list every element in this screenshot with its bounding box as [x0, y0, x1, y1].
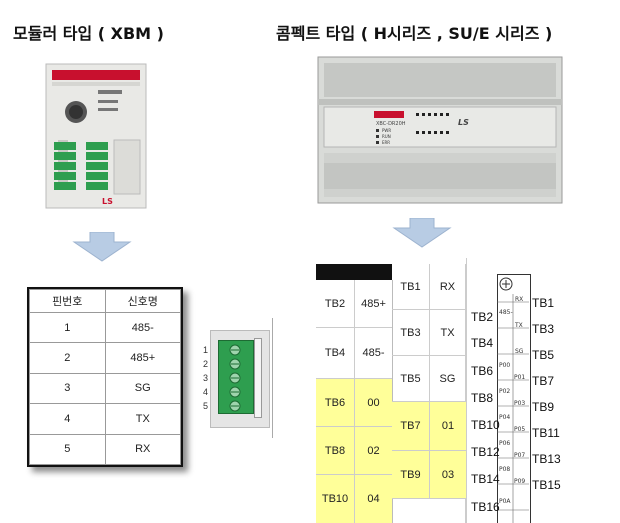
tb-label-right: TB5 — [532, 348, 555, 362]
svg-text:XBC-DR20H: XBC-DR20H — [376, 121, 406, 127]
tb-label-left: TB2 — [471, 310, 494, 324]
tb-cell: TB10 — [316, 474, 354, 523]
signal-cell: RX — [429, 264, 466, 310]
signal-cell: 485+ — [354, 280, 392, 328]
tb-cell: TB6 — [316, 378, 354, 426]
col-header-pin: 핀번호 — [29, 289, 106, 313]
tb-label-left: TB8 — [471, 391, 494, 405]
tb-label-left: TB6 — [471, 364, 494, 378]
tb-label-left: TB12 — [471, 445, 500, 459]
signal-cell: 03 — [429, 450, 466, 498]
tb-label-right: TB1 — [532, 296, 555, 310]
down-arrow-left — [72, 231, 132, 266]
tb-label-left: TB14 — [471, 472, 500, 486]
connector-pin-label: 4 — [203, 387, 209, 397]
signal-cell: 485- — [354, 328, 392, 378]
signal-cell: SG — [429, 356, 466, 402]
tb-cell: TB3 — [392, 310, 429, 356]
tb-label-right: TB15 — [532, 478, 561, 492]
tb-cell: TB4 — [324, 347, 346, 359]
connector-pin-label: 2 — [203, 359, 209, 369]
signal-cell: 02 — [354, 426, 392, 474]
compact-plc-image: XBC-DR20H PWR RUN ERR LS — [316, 55, 564, 205]
right-header: 콤펙트 타입 ( H시리즈 , SU/E 시리즈 ) — [276, 24, 553, 43]
connector-pin-label: 5 — [203, 401, 209, 411]
tb-label-right: TB11 — [532, 426, 560, 440]
signal-cell: 04 — [354, 474, 392, 523]
connector-pin-label: 3 — [203, 373, 209, 383]
tb-label-right: TB9 — [532, 400, 555, 414]
tb-label-left: TB16 — [471, 500, 500, 514]
xbm-module-image: LS — [40, 60, 152, 212]
tb-label-right: TB13 — [532, 452, 561, 466]
col-header-signal: 신호명 — [104, 289, 181, 313]
tb-cell: TB2 — [316, 280, 354, 328]
terminal-table: TB2 485+ TB4 485- TB6 00 TB8 02 TB10 04 … — [316, 258, 567, 523]
svg-text:ERR: ERR — [382, 140, 390, 145]
tb-cell: TB8 — [316, 426, 354, 474]
signal-cell: 00 — [354, 378, 392, 426]
tb-cell: TB1 — [392, 264, 429, 310]
left-brand: LS — [102, 197, 113, 206]
svg-text:RUN: RUN — [382, 134, 391, 139]
svg-text:PWR: PWR — [382, 128, 391, 133]
tb-cell: TB5 — [392, 356, 429, 402]
tb-label-right: TB7 — [532, 374, 555, 388]
tb-cell: TB9 — [392, 450, 429, 498]
down-arrow-right — [392, 217, 452, 252]
connector-pin-label: 1 — [203, 345, 209, 355]
signal-cell: 01 — [429, 402, 466, 450]
connector-diagram: 1 2 3 4 5 — [196, 316, 296, 441]
signal-cell: TX — [429, 310, 466, 356]
right-brand: LS — [458, 118, 469, 127]
tb-label-left: TB4 — [471, 336, 494, 350]
tb-label-right: TB3 — [532, 322, 555, 336]
tb-cell: TB7 — [392, 402, 429, 450]
left-header: 모듈러 타입 ( XBM ) — [13, 24, 164, 43]
tb-label-left: TB10 — [471, 418, 500, 432]
